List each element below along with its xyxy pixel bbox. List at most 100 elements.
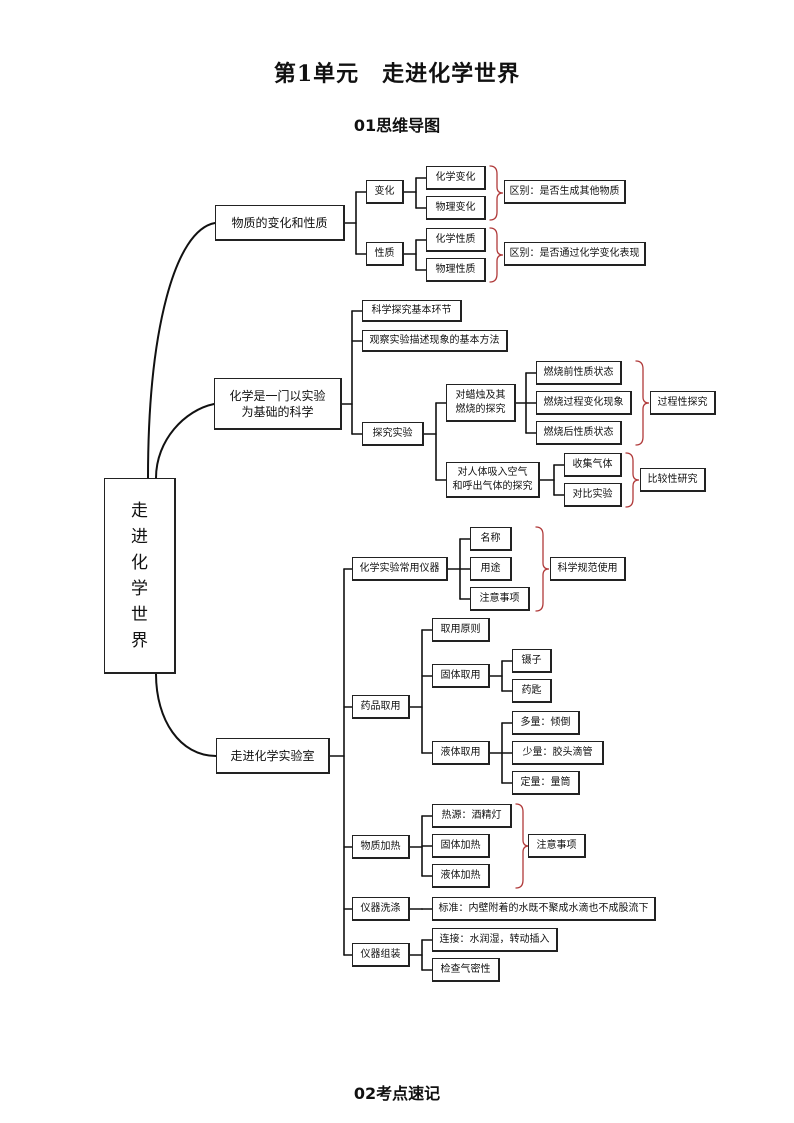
node-n1b-note: 区别：是否通过化学变化表现 — [504, 242, 646, 266]
node-n1a2: 物理变化 — [426, 196, 486, 220]
node-label: 燃烧前性质状态 — [543, 366, 614, 378]
node-label: 物质的变化和性质 — [231, 215, 328, 230]
node-n3b2b: 药匙 — [512, 679, 552, 703]
node-label: 药品取用 — [360, 700, 401, 712]
node-n2c2-note: 比较性研究 — [640, 468, 706, 492]
section-heading-mindmap: 01思维导图 — [353, 116, 441, 135]
node-n2c1b: 燃烧过程变化现象 — [536, 391, 632, 415]
node-label: 化学是一门以实验为基础的科学 — [229, 388, 326, 419]
node-n3b2: 固体取用 — [432, 664, 490, 688]
node-n2c1-note: 过程性探究 — [650, 391, 716, 415]
brace-change — [489, 165, 504, 221]
node-label: 燃烧过程变化现象 — [543, 396, 624, 408]
node-label: 对人体吸入空气和呼出气体的探究 — [452, 466, 533, 492]
node-label: 探究实验 — [372, 427, 413, 439]
root-char: 世 — [131, 604, 148, 625]
node-label: 镊子 — [521, 654, 542, 666]
node-n3d: 仪器洗涤 — [352, 897, 410, 921]
node-n2c1a: 燃烧前性质状态 — [536, 361, 622, 385]
section-heading-quick-notes: 02考点速记 — [353, 1084, 441, 1103]
node-label: 过程性探究 — [657, 396, 708, 408]
node-label: 科学探究基本环节 — [371, 304, 452, 316]
node-label: 物质加热 — [360, 840, 401, 852]
node-n1a-note: 区别：是否生成其他物质 — [504, 180, 626, 204]
node-label: 注意事项 — [479, 592, 520, 604]
node-label: 少量：胶头滴管 — [522, 746, 593, 758]
node-n3a3: 注意事项 — [470, 587, 530, 611]
node-label: 液体取用 — [440, 746, 481, 758]
node-n3b: 药品取用 — [352, 695, 410, 719]
node-n3b3b: 少量：胶头滴管 — [512, 741, 604, 765]
node-n1b1: 化学性质 — [426, 228, 486, 252]
node-label: 药匙 — [521, 684, 542, 696]
node-n2a: 科学探究基本环节 — [362, 300, 462, 322]
node-n2c2: 对人体吸入空气和呼出气体的探究 — [446, 462, 540, 498]
node-n2: 化学是一门以实验为基础的科学 — [214, 378, 342, 430]
root-char: 化 — [131, 552, 148, 573]
node-label: 固体取用 — [440, 669, 481, 681]
node-n3b3a: 多量：倾倒 — [512, 711, 580, 735]
node-n2c2a: 收集气体 — [564, 453, 622, 477]
root-branch-curve — [155, 673, 217, 757]
root-branch-curve — [155, 403, 215, 479]
node-n3a: 化学实验常用仪器 — [352, 557, 448, 581]
node-n3: 走进化学实验室 — [216, 738, 330, 774]
node-n3c-note: 注意事项 — [528, 834, 586, 858]
node-label: 定量：量筒 — [520, 776, 571, 788]
node-label: 用途 — [480, 562, 501, 574]
node-n3a1: 名称 — [470, 527, 512, 551]
node-n2c: 探究实验 — [362, 422, 424, 446]
node-label: 物理性质 — [435, 263, 476, 275]
node-n3c3: 液体加热 — [432, 864, 490, 888]
node-label: 取用原则 — [440, 623, 481, 635]
node-label: 比较性研究 — [647, 473, 698, 485]
root-char: 走 — [131, 500, 148, 521]
node-n3a2: 用途 — [470, 557, 512, 581]
node-label: 多量：倾倒 — [520, 716, 571, 728]
node-label: 对比实验 — [572, 488, 613, 500]
node-n3c2: 固体加热 — [432, 834, 490, 858]
root-char: 界 — [131, 630, 148, 651]
node-n1a1: 化学变化 — [426, 166, 486, 190]
node-n1b2: 物理性质 — [426, 258, 486, 282]
node-n3b2a: 镊子 — [512, 649, 552, 673]
node-n3c: 物质加热 — [352, 835, 410, 859]
node-n1: 物质的变化和性质 — [215, 205, 345, 241]
node-label: 化学实验常用仪器 — [359, 562, 440, 574]
page-title: 第1单元 走进化学世界 — [273, 61, 521, 87]
root-char: 进 — [131, 526, 148, 547]
node-n3e: 仪器组装 — [352, 943, 410, 967]
node-label: 收集气体 — [572, 458, 613, 470]
node-label: 液体加热 — [440, 869, 481, 881]
node-label: 化学变化 — [435, 171, 476, 183]
node-n2c2b: 对比实验 — [564, 483, 622, 507]
brace-process — [635, 360, 650, 446]
node-n2b: 观察实验描述现象的基本方法 — [362, 330, 508, 352]
node-label: 热源：酒精灯 — [441, 809, 502, 821]
node-label: 走进化学实验室 — [230, 748, 315, 763]
node-label: 仪器组装 — [360, 948, 401, 960]
node-n3e2: 检查气密性 — [432, 958, 500, 982]
brace-property — [489, 227, 504, 283]
node-label: 性质 — [374, 247, 395, 259]
brace-instrument — [535, 526, 550, 612]
brace-compare — [625, 452, 640, 508]
node-n2c1: 对蜡烛及其燃烧的探究 — [446, 384, 516, 422]
node-n1a: 变化 — [366, 180, 404, 204]
node-n3c1: 热源：酒精灯 — [432, 804, 512, 828]
node-n3a-note: 科学规范使用 — [550, 557, 626, 581]
node-label: 区别：是否生成其他物质 — [509, 185, 620, 197]
node-label: 观察实验描述现象的基本方法 — [369, 334, 500, 346]
node-n3b3: 液体取用 — [432, 741, 490, 765]
node-n3d1: 标准：内壁附着的水既不聚成水滴也不成股流下 — [432, 897, 656, 921]
node-label: 名称 — [480, 532, 501, 544]
node-n1b: 性质 — [366, 242, 404, 266]
node-label: 物理变化 — [435, 201, 476, 213]
mind-map-root: 走进化学世界 — [104, 478, 176, 674]
node-label: 变化 — [374, 185, 395, 197]
node-label: 标准：内壁附着的水既不聚成水滴也不成股流下 — [438, 902, 649, 914]
node-label: 科学规范使用 — [557, 562, 618, 574]
node-n3e1: 连接：水润湿，转动插入 — [432, 928, 558, 952]
node-label: 化学性质 — [435, 233, 476, 245]
